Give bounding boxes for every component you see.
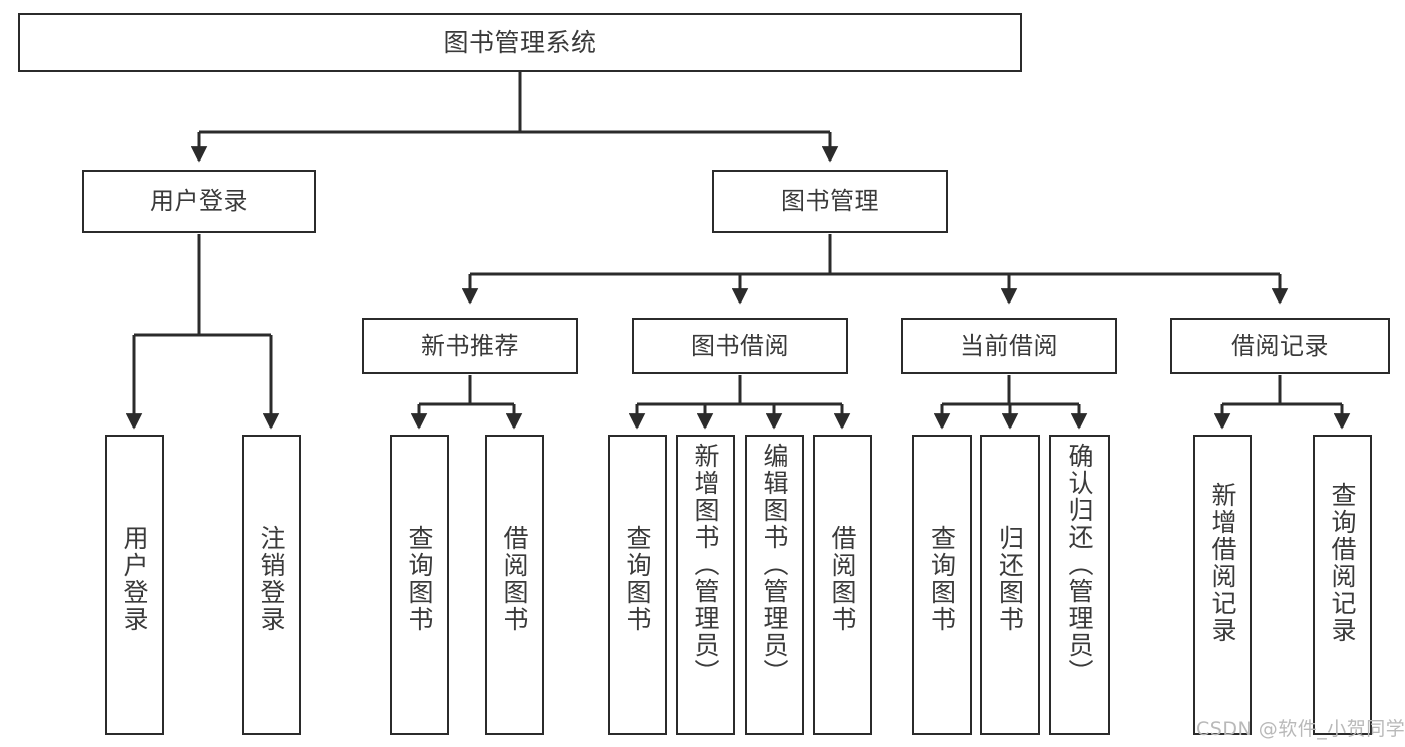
leaf-borrow-add-book-admin[interactable]: 新增图书（管理员） [676, 435, 735, 735]
node-book-management[interactable]: 图书管理 [712, 170, 948, 233]
node-current-borrowing[interactable]: 当前借阅 [901, 318, 1117, 374]
leaf-record-add-borrow-record[interactable]: 新增借阅记录 [1193, 435, 1252, 735]
node-label: 图书借阅 [691, 331, 789, 360]
node-user-login[interactable]: 用户登录 [82, 170, 316, 233]
leaf-recommend-query-book[interactable]: 查询图书 [390, 435, 449, 735]
node-label: 查询图书 [623, 525, 652, 633]
node-label: 新增图书（管理员） [691, 443, 720, 686]
node-label: 图书管理系统 [443, 27, 597, 57]
node-label: 用户登录 [120, 525, 149, 633]
node-label: 查询图书 [405, 525, 434, 633]
leaf-current-confirm-return-admin[interactable]: 确认归还（管理员） [1049, 435, 1110, 735]
leaf-current-return-book[interactable]: 归还图书 [980, 435, 1040, 735]
leaf-borrow-borrow-book[interactable]: 借阅图书 [813, 435, 872, 735]
leaf-user-login[interactable]: 用户登录 [105, 435, 164, 735]
node-label: 查询图书 [927, 525, 957, 633]
node-label: 注销登录 [257, 525, 286, 633]
node-label: 归还图书 [995, 525, 1025, 633]
node-root-book-management-system[interactable]: 图书管理系统 [18, 13, 1022, 72]
node-label: 用户登录 [150, 187, 248, 216]
leaf-user-logout[interactable]: 注销登录 [242, 435, 301, 735]
node-book-borrowing[interactable]: 图书借阅 [632, 318, 848, 374]
node-label: 新书推荐 [421, 331, 519, 360]
leaf-borrow-query-book[interactable]: 查询图书 [608, 435, 667, 735]
leaf-borrow-edit-book-admin[interactable]: 编辑图书（管理员） [745, 435, 804, 735]
node-new-book-recommendation[interactable]: 新书推荐 [362, 318, 578, 374]
node-label: 编辑图书（管理员） [760, 443, 789, 686]
node-label: 确认归还（管理员） [1065, 443, 1094, 686]
node-label: 借阅图书 [828, 525, 857, 633]
node-label: 借阅记录 [1231, 331, 1329, 360]
node-label: 当前借阅 [960, 331, 1058, 360]
node-borrow-records[interactable]: 借阅记录 [1170, 318, 1390, 374]
leaf-record-query-borrow-record[interactable]: 查询借阅记录 [1313, 435, 1372, 735]
node-label: 图书管理 [781, 187, 879, 216]
node-label: 新增借阅记录 [1208, 482, 1237, 644]
leaf-current-query-book[interactable]: 查询图书 [912, 435, 972, 735]
node-label: 查询借阅记录 [1328, 482, 1357, 644]
node-label: 借阅图书 [500, 525, 529, 633]
leaf-recommend-borrow-book[interactable]: 借阅图书 [485, 435, 544, 735]
